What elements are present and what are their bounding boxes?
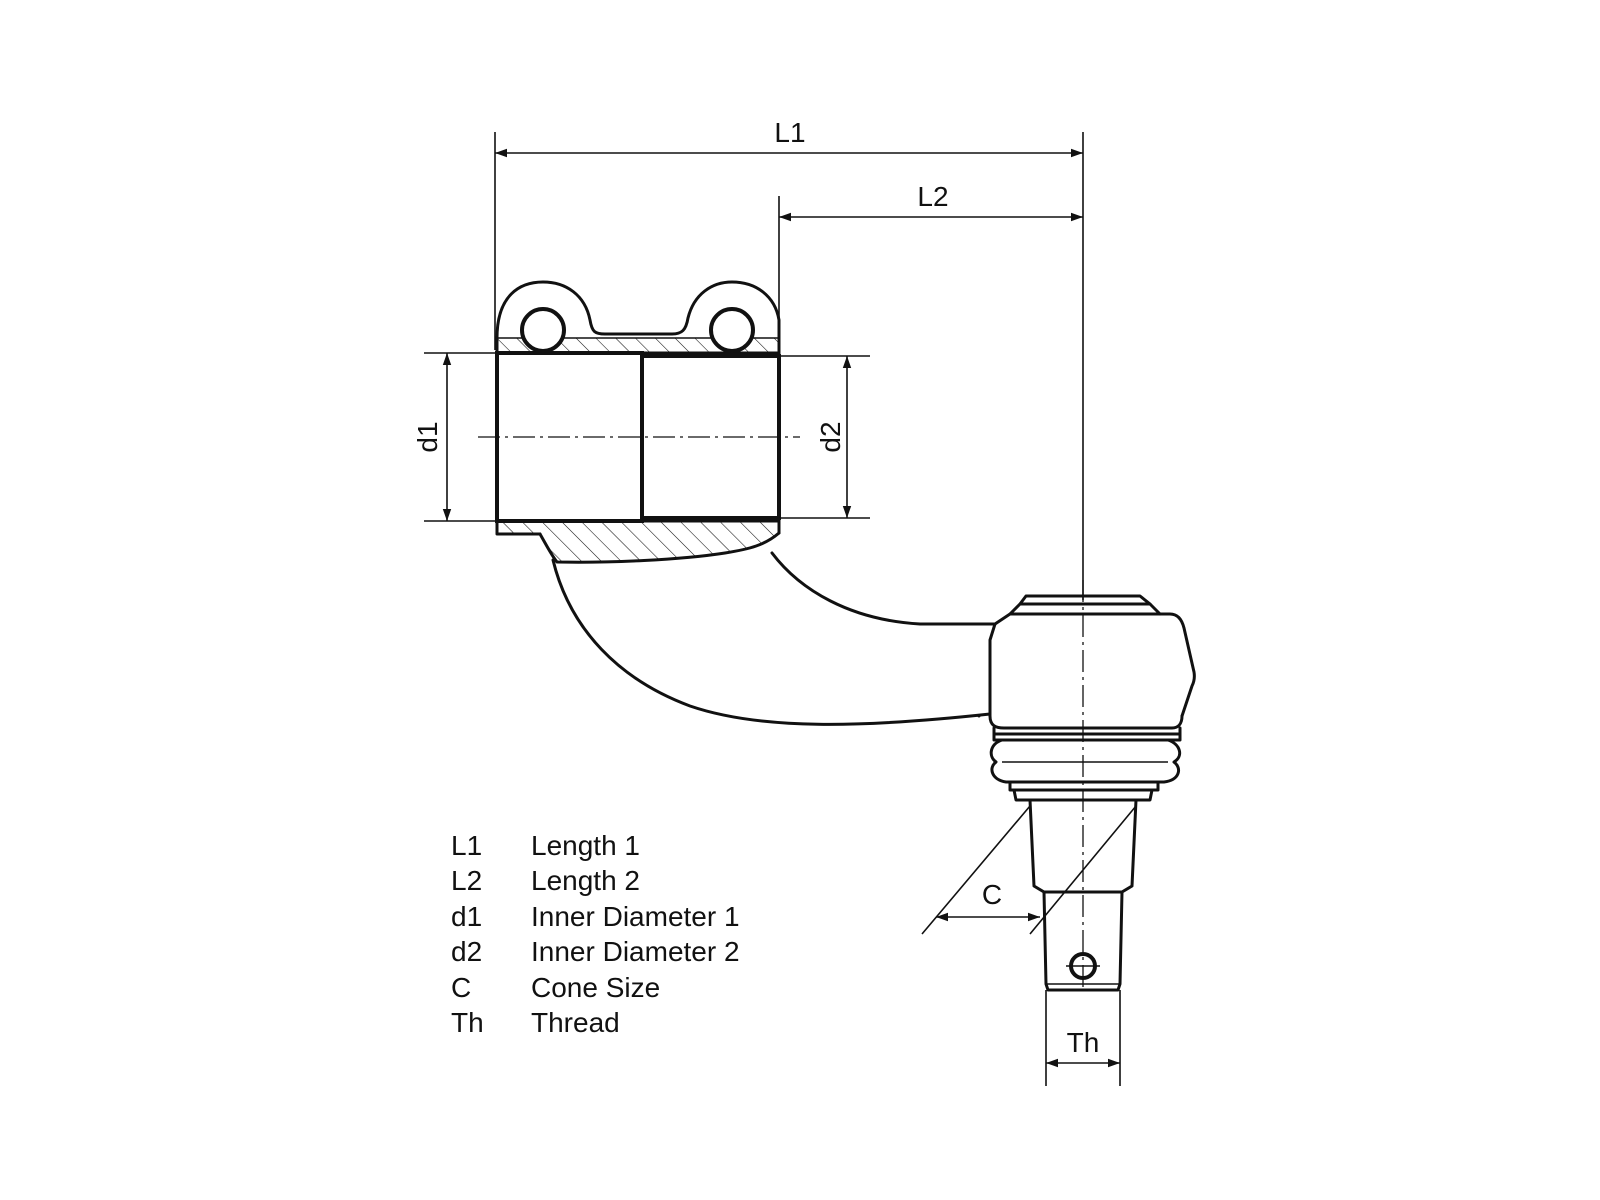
housing-section: [478, 280, 800, 564]
legend-row: d1 Inner Diameter 1: [451, 899, 740, 935]
legend-description: Length 2: [531, 865, 640, 897]
dimension-l2-label: L2: [917, 181, 948, 212]
legend-description: Inner Diameter 2: [531, 936, 740, 968]
dimension-c: C: [921, 805, 1137, 935]
dimension-d1: d1: [412, 352, 495, 522]
legend-row: L1 Length 1: [451, 828, 740, 864]
legend-code: Th: [451, 1007, 484, 1039]
legend-description: Length 1: [531, 829, 640, 861]
legend-row: d2 Inner Diameter 2: [451, 935, 740, 971]
dimension-l1-label: L1: [774, 117, 805, 148]
legend-code: d2: [451, 936, 483, 968]
legend-row: C Cone Size: [451, 970, 740, 1006]
ball-joint-head: [988, 594, 1196, 802]
legend-description: Thread: [531, 1007, 620, 1039]
dimension-l1: L1: [494, 117, 1084, 600]
legend-description: Cone Size: [531, 971, 661, 1003]
legend: L1 Length 1 L2 Length 2 d1 Inner Diamete…: [451, 828, 740, 1041]
legend-description: Inner Diameter 1: [531, 900, 740, 932]
dimension-th: Th: [1045, 990, 1121, 1086]
legend-code: d1: [451, 900, 483, 932]
legend-row: L2 Length 2: [451, 864, 740, 900]
dimension-c-label: C: [982, 879, 1002, 910]
legend-code: L2: [451, 865, 483, 897]
legend-code: C: [451, 971, 472, 1003]
dimension-th-label: Th: [1067, 1027, 1100, 1058]
legend-code: L1: [451, 829, 483, 861]
dimension-d2-label: d2: [815, 421, 846, 452]
steering-arm: [551, 551, 997, 726]
dimension-l2: L2: [778, 181, 1083, 330]
dimension-d1-label: d1: [412, 421, 443, 452]
legend-row: Th Thread: [451, 1006, 740, 1042]
dimension-d2: d2: [779, 355, 870, 519]
